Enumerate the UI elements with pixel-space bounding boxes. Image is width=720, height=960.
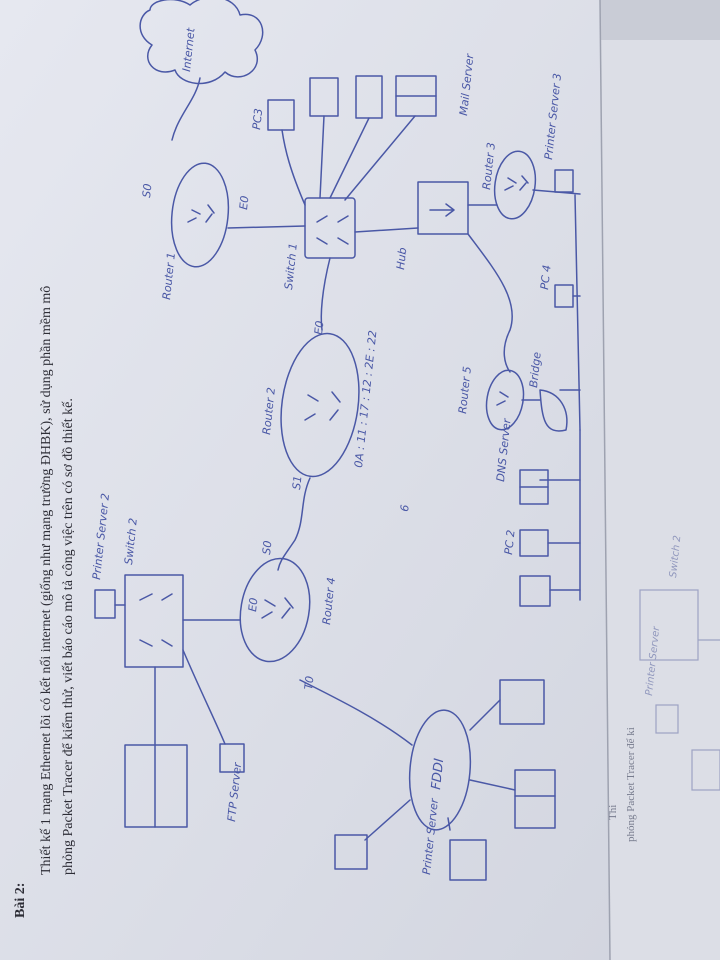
link-fddi-node1 <box>469 699 501 731</box>
bleed-switch2: Switch 2 <box>668 535 683 579</box>
printed-heading: Bài 2: <box>13 883 28 918</box>
label-fddi: FDDI <box>429 758 447 791</box>
ftp-server-2-icon <box>219 743 245 773</box>
switch2-icon <box>124 574 184 668</box>
link-hub-router5 <box>467 233 513 373</box>
link-switch1-server2 <box>329 117 370 199</box>
printer-server3-icon <box>554 169 574 193</box>
label-switch1: Switch 1 <box>282 242 300 290</box>
router3-arrows <box>504 175 529 191</box>
label-t0-r4: T0 <box>302 675 316 690</box>
fddi-node-left <box>334 834 368 870</box>
label-internet: Internet <box>180 27 198 73</box>
printed-line-1: Thiết kế 1 mạng Ethernet lõi có kết nối … <box>39 286 54 875</box>
printer-server-icon <box>449 839 487 881</box>
label-router5: Router 5 <box>456 366 474 415</box>
router5-icon <box>485 369 525 431</box>
label-ftp-server: FTP Server <box>225 761 244 823</box>
label-bridge: Bridge <box>527 351 544 388</box>
bleed-fragment: Thi <box>607 805 619 820</box>
label-pc2: PC 2 <box>502 529 518 555</box>
ftp-server-icon <box>124 744 188 828</box>
fddi-node-2 <box>514 769 556 829</box>
link-switch1-router2 <box>320 257 331 331</box>
link-router1-switch1 <box>227 225 306 229</box>
pc3-icon <box>267 99 295 131</box>
router3-icon <box>493 150 537 220</box>
link-switch1-pc3 <box>281 129 306 206</box>
router1-icon <box>170 162 230 268</box>
link-fddi-node2 <box>469 779 516 791</box>
label-router2: Router 2 <box>260 387 278 436</box>
bleed-box-2 <box>691 749 720 791</box>
printer-server2-icon <box>94 589 116 619</box>
link-switch1-hub <box>354 227 419 233</box>
label-pc4: PC 4 <box>538 264 554 290</box>
label-s0-r4: S0 <box>260 540 274 555</box>
fddi-ring <box>408 709 472 831</box>
link-fddi-printer <box>447 817 451 831</box>
router4-icon <box>239 557 311 663</box>
fddi-node-1 <box>499 679 545 725</box>
bus-node-bottom <box>519 575 551 607</box>
router5-arrows <box>496 391 509 406</box>
bus-right <box>574 194 581 431</box>
link-switch2-server <box>182 649 226 745</box>
link-router2-router4 <box>277 477 311 571</box>
label-hub: Hub <box>394 247 409 270</box>
link-internet-router1 <box>171 77 201 141</box>
hub-icon <box>417 181 469 235</box>
switch2-arrows <box>139 593 173 647</box>
label-six: 6 <box>398 504 412 512</box>
label-router4: Router 4 <box>320 577 338 626</box>
bleed-printer-box <box>655 704 679 734</box>
page-edge <box>599 0 611 960</box>
link-switch1-mail <box>344 115 416 201</box>
link-switch1-server1 <box>319 115 325 199</box>
printed-line-2: phỏng Packet Tracer để kiểm thử, viết bá… <box>61 398 76 875</box>
label-e0-r1: E0 <box>237 195 251 210</box>
link-router4-fddi <box>299 679 413 746</box>
label-s1-r2: S1 <box>290 475 304 490</box>
router2-icon <box>280 332 360 478</box>
router4-arrows <box>261 597 294 619</box>
router1-arrows <box>187 204 215 223</box>
label-e0-r4: E0 <box>246 597 260 612</box>
bleed-packet-tracer: phỏng Packet Tracer để ki <box>625 727 637 842</box>
bleed-switch-box <box>639 589 699 661</box>
worksheet-page <box>0 0 610 960</box>
bridge-icon <box>539 389 568 432</box>
label-s0-r1: S0 <box>140 183 154 198</box>
hub-arrow <box>429 203 455 217</box>
label-e0-r2: E0 <box>312 320 326 335</box>
internet-cloud <box>139 0 264 85</box>
label-router3: Router 3 <box>480 142 498 191</box>
switch1-arrows <box>316 215 349 245</box>
router2-arrows <box>304 391 341 421</box>
label-pc3: PC3 <box>250 108 265 131</box>
label-switch2: Switch 2 <box>122 517 140 565</box>
link-fddi-left <box>364 799 411 841</box>
label-router1: Router 1 <box>160 252 178 301</box>
